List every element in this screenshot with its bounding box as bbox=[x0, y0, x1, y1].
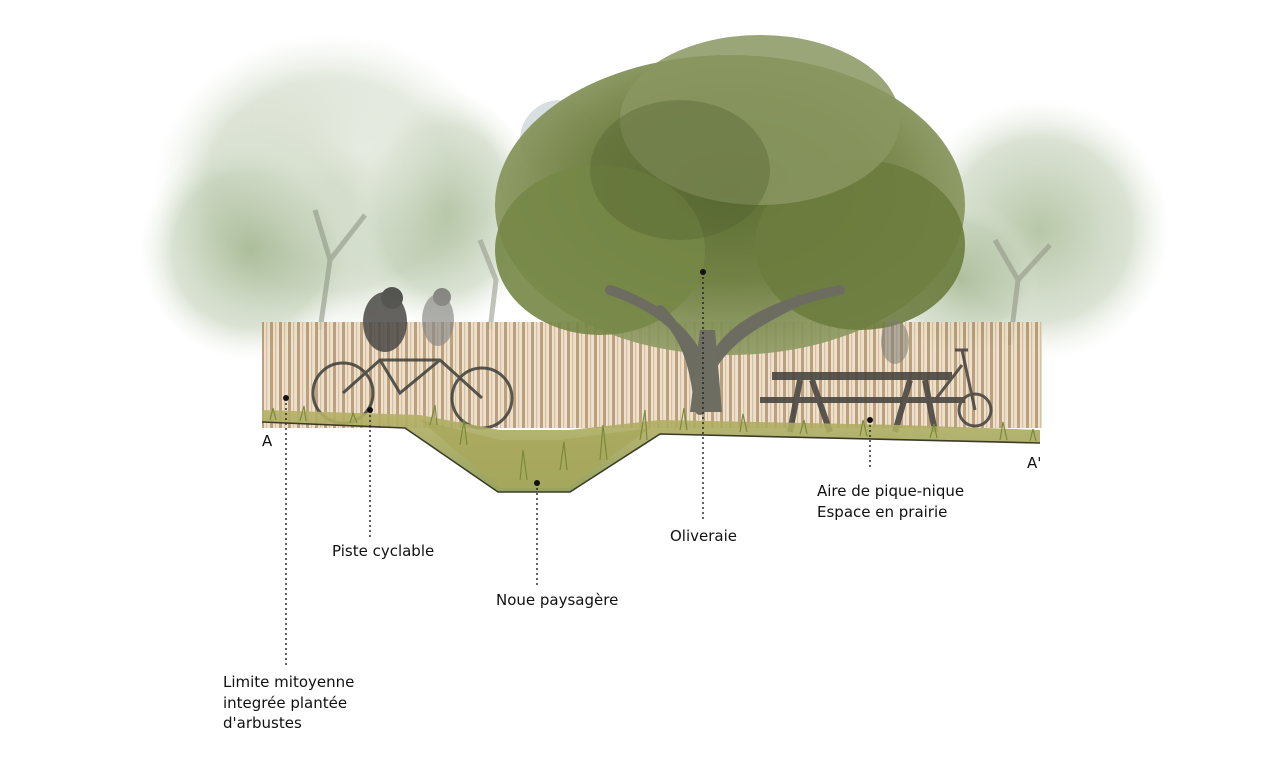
label-line: d'arbustes bbox=[223, 714, 302, 732]
dot-oliveraie bbox=[700, 269, 706, 275]
background-trees bbox=[140, 30, 1170, 360]
label-line: Espace en prairie bbox=[817, 502, 948, 521]
label-line: Oliveraie bbox=[670, 527, 738, 545]
label-line: Limite mitoyenne bbox=[223, 673, 355, 691]
label-line: Piste cyclable bbox=[332, 542, 435, 560]
ground-section bbox=[261, 404, 1041, 493]
label-line: Noue paysagère bbox=[496, 591, 619, 609]
dot-limite bbox=[283, 395, 289, 401]
label-noue-paysagere: Noue paysagère bbox=[496, 590, 618, 611]
olive-tree bbox=[495, 35, 965, 415]
section-mark-a: A bbox=[262, 432, 273, 450]
label-line: Aire de pique-nique bbox=[817, 482, 965, 500]
label-limite-mitoyenne: Limite mitoyenne integrée plantée d'arbu… bbox=[223, 672, 354, 734]
dot-aire bbox=[867, 417, 873, 423]
label-oliveraie: Oliveraie bbox=[670, 526, 737, 547]
label-aire-pique-nique: Aire de pique-nique Espace en prairie bbox=[817, 481, 964, 522]
label-piste-cyclable: Piste cyclable bbox=[332, 541, 434, 562]
leader-lines bbox=[285, 272, 871, 665]
label-line: integrée plantée bbox=[223, 693, 348, 712]
picnic-table bbox=[760, 320, 993, 433]
leader-dots bbox=[283, 269, 873, 486]
section-mark-a-prime: A' bbox=[1027, 454, 1042, 472]
dot-piste bbox=[367, 407, 373, 413]
dot-noue bbox=[534, 480, 540, 486]
cyclists bbox=[311, 287, 514, 430]
